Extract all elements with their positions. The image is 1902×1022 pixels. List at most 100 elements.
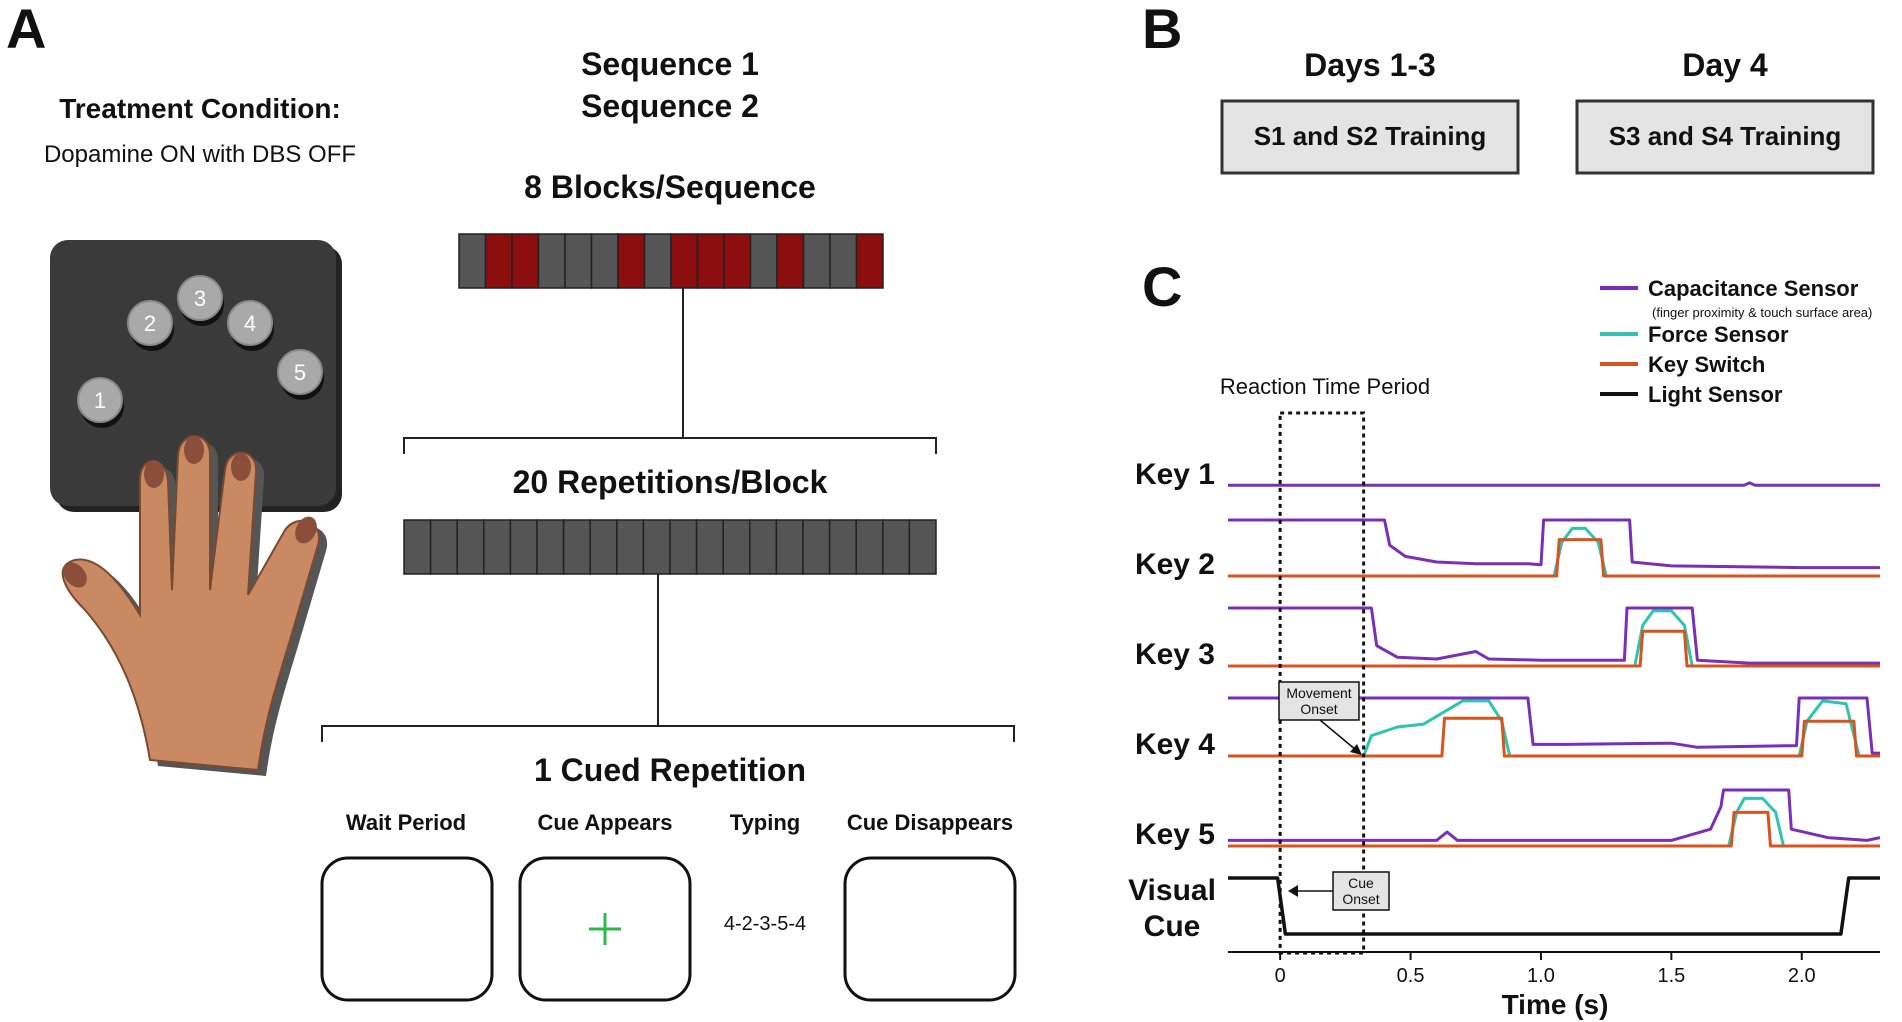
reps-title: 20 Repetitions/Block — [513, 464, 828, 500]
rep-cell — [562, 519, 591, 575]
rep-cell — [642, 519, 671, 575]
block-cell — [643, 233, 672, 289]
reps-bar — [403, 519, 937, 575]
cue-gone-screen — [843, 856, 1017, 1002]
x-tick-label: 2.0 — [1788, 965, 1816, 987]
days13-box — [1220, 99, 1520, 175]
row-label: Key 2 — [1135, 548, 1215, 581]
rep-cell — [749, 519, 778, 575]
x-axis-label: Time (s) — [1502, 989, 1609, 1020]
series-line-key-switch — [1228, 629, 1880, 668]
series-line-capacitance-sensor — [1228, 481, 1880, 487]
rep-cell — [616, 519, 645, 575]
series-line-force-sensor — [1228, 609, 1880, 668]
rep-cell — [483, 519, 512, 575]
cued-title: 1 Cued Repetition — [534, 752, 806, 788]
row-label: Key 3 — [1135, 638, 1215, 671]
series-line-key-switch — [1228, 538, 1880, 578]
typing-sequence: 4-2-3-5-4 — [724, 913, 806, 935]
rep-cell — [695, 519, 724, 575]
block-cell — [511, 233, 540, 289]
x-tick-label: 0 — [1275, 965, 1286, 987]
rep-cell — [403, 519, 432, 575]
step-wait-label: Wait Period — [346, 810, 466, 835]
keypad-device: 1 2 3 4 5 — [50, 240, 342, 512]
rep-cell — [908, 519, 937, 575]
block-cell — [829, 233, 858, 289]
block-cell — [670, 233, 699, 289]
key-label: 4 — [244, 311, 256, 336]
legend-item: Capacitance Sensor (finger proximity & to… — [1600, 276, 1872, 320]
block-cell — [749, 233, 778, 289]
x-tick-label: 1.5 — [1657, 965, 1685, 987]
panel-c: C Capacitance Sensor (finger proximity & … — [1128, 255, 1881, 1020]
condition-title: Treatment Condition: — [59, 93, 341, 124]
key-label: 1 — [94, 388, 106, 413]
hand-illustration — [61, 435, 328, 776]
legend-label: Light Sensor — [1648, 382, 1783, 407]
panel-b: B Days 1-3 Day 4 S1 and S2 Training S3 a… — [1142, 0, 1875, 175]
day4-title: Day 4 — [1682, 47, 1768, 83]
key-2: 2 — [127, 300, 174, 351]
wait-screen — [320, 856, 494, 1002]
x-tick-label: 0.5 — [1397, 965, 1425, 987]
block-cell — [855, 233, 884, 289]
key-5: 5 — [277, 349, 324, 400]
cue-plus-icon — [589, 913, 621, 945]
legend-item: Light Sensor — [1600, 382, 1783, 407]
legend-item: Force Sensor — [1600, 322, 1789, 347]
key-label: 2 — [144, 311, 156, 336]
row-label: Key 4 — [1135, 728, 1215, 761]
block-cell — [590, 233, 619, 289]
x-axis: 0 0.5 1.0 1.5 2.0 — [1228, 951, 1880, 987]
series-line-capacitance-sensor — [1228, 696, 1880, 755]
day4-box-label: S3 and S4 Training — [1609, 121, 1842, 151]
rep-cell — [722, 519, 751, 575]
rep-cell — [669, 519, 698, 575]
block-cell — [776, 233, 805, 289]
sequence1-label: Sequence 1 — [581, 46, 759, 82]
rep-cell — [536, 519, 565, 575]
x-tick-label: 1.0 — [1527, 965, 1555, 987]
rep-cell — [589, 519, 618, 575]
day4-box — [1575, 99, 1875, 175]
connector-blocks-reps — [403, 288, 937, 454]
panel-a-letter: A — [6, 0, 46, 60]
series-line-capacitance-sensor — [1228, 606, 1880, 665]
block-cell — [617, 233, 646, 289]
legend-label: Force Sensor — [1648, 322, 1789, 347]
block-cell — [537, 233, 566, 289]
legend-label: Key Switch — [1648, 352, 1765, 377]
step-cue-disappears-label: Cue Disappears — [847, 810, 1013, 835]
rep-cell — [775, 519, 804, 575]
sensor-plot — [1228, 411, 1881, 955]
block-cell — [564, 233, 593, 289]
panel-a: A Treatment Condition: Dopamine ON with … — [6, 0, 1017, 1002]
series-line-capacitance-sensor — [1228, 518, 1880, 570]
key-3: 3 — [177, 275, 224, 326]
rep-cell — [855, 519, 884, 575]
series-line-force-sensor — [1228, 796, 1880, 848]
rep-cell — [456, 519, 485, 575]
series-line-key-switch — [1228, 810, 1880, 848]
block-cell — [458, 233, 487, 289]
key-label: 3 — [194, 286, 206, 311]
legend-item: Key Switch — [1600, 352, 1765, 377]
rep-cell — [429, 519, 458, 575]
key-label: 5 — [294, 360, 306, 385]
rep-cell — [509, 519, 538, 575]
legend-label: Capacitance Sensor — [1648, 276, 1859, 301]
legend: Capacitance Sensor (finger proximity & to… — [1600, 276, 1872, 407]
rt-period-label: Reaction Time Period — [1220, 374, 1430, 399]
legend-sublabel: (finger proximity & touch surface area) — [1652, 305, 1872, 320]
sequence2-label: Sequence 2 — [581, 88, 759, 124]
panel-c-letter: C — [1142, 255, 1182, 318]
block-bar — [458, 233, 884, 289]
